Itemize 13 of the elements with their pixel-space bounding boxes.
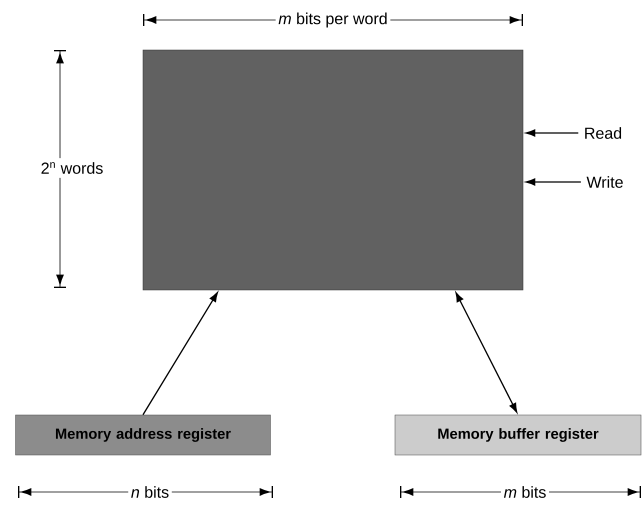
- register-box: Memory buffer register: [394, 414, 642, 456]
- signal-label: Write: [586, 176, 623, 188]
- arrow: [456, 292, 518, 413]
- arrow: [142, 292, 218, 416]
- dimension-label: m bits per word: [276, 10, 390, 30]
- arrow: [526, 178, 581, 186]
- arrow: [526, 129, 578, 137]
- dimension-label: 2$^{n}$ words: [36, 158, 108, 178]
- signal-label: Read: [585, 127, 622, 139]
- dimension-label: m bits: [501, 483, 549, 501]
- register-box: Memory address register: [15, 414, 271, 456]
- dimension-label: n bits: [128, 483, 172, 501]
- memory-block: [142, 50, 524, 290]
